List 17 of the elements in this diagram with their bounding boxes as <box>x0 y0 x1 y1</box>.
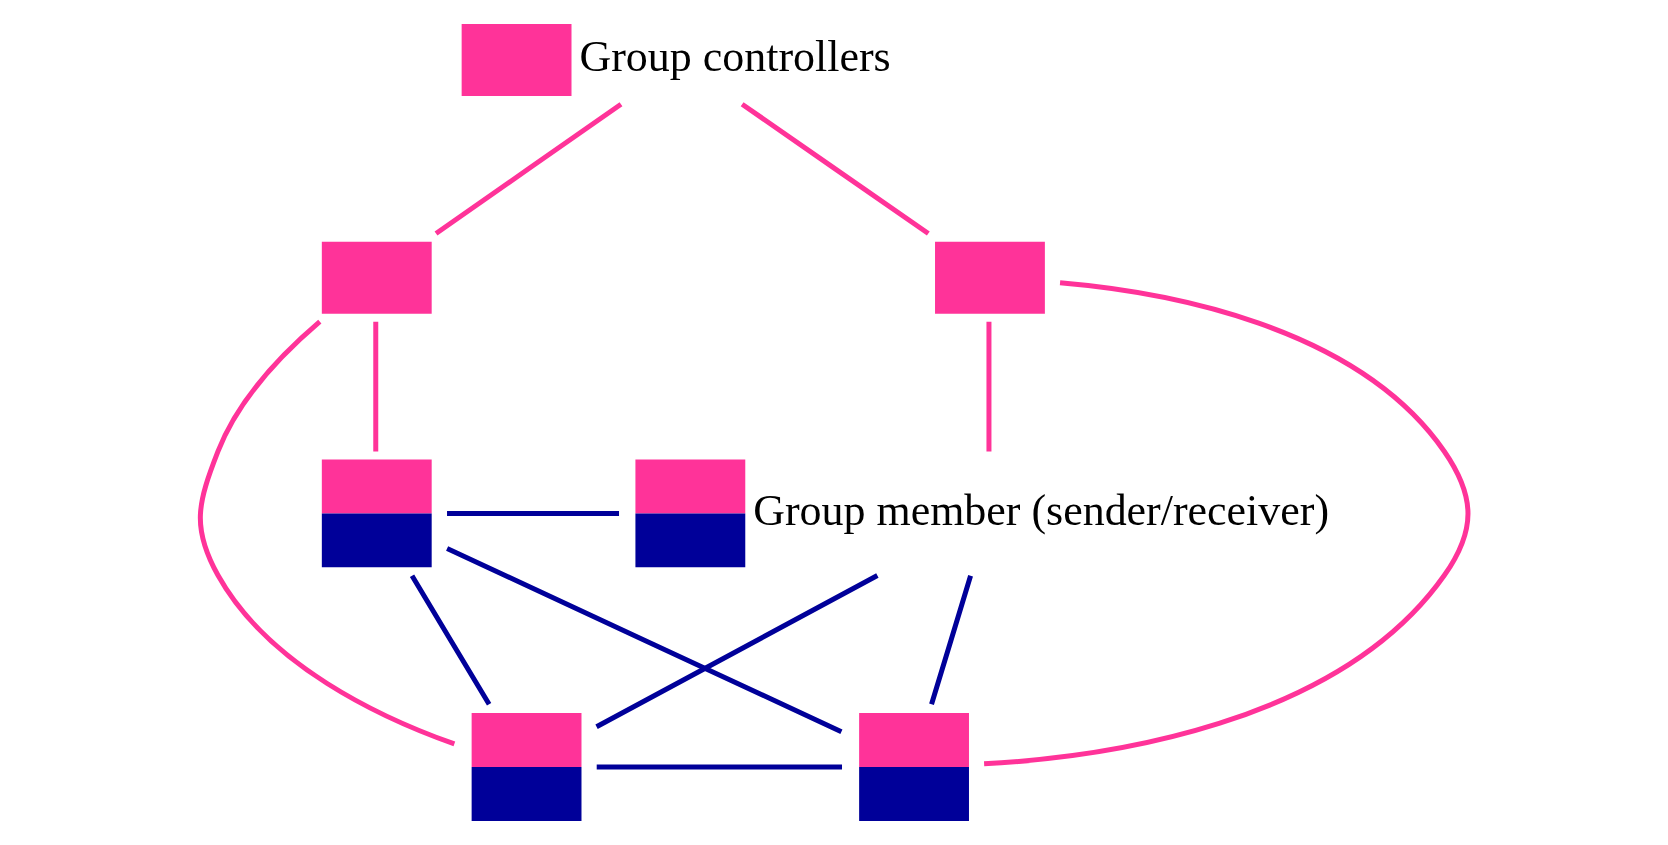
node-label: Group member (sender/receiver) <box>753 485 1330 535</box>
connector <box>447 510 619 516</box>
connector <box>740 102 930 236</box>
connector <box>409 574 492 706</box>
connector <box>197 319 456 747</box>
connector <box>596 764 842 770</box>
connector <box>986 321 992 452</box>
connector <box>595 573 879 729</box>
connector <box>446 546 843 735</box>
connector <box>983 280 1471 767</box>
node-box <box>321 241 432 314</box>
node-label: Group controllers <box>579 32 891 82</box>
connector <box>373 321 379 452</box>
connector <box>929 575 973 706</box>
node-box <box>461 24 572 96</box>
connector <box>434 102 623 236</box>
node-box <box>935 241 1045 314</box>
